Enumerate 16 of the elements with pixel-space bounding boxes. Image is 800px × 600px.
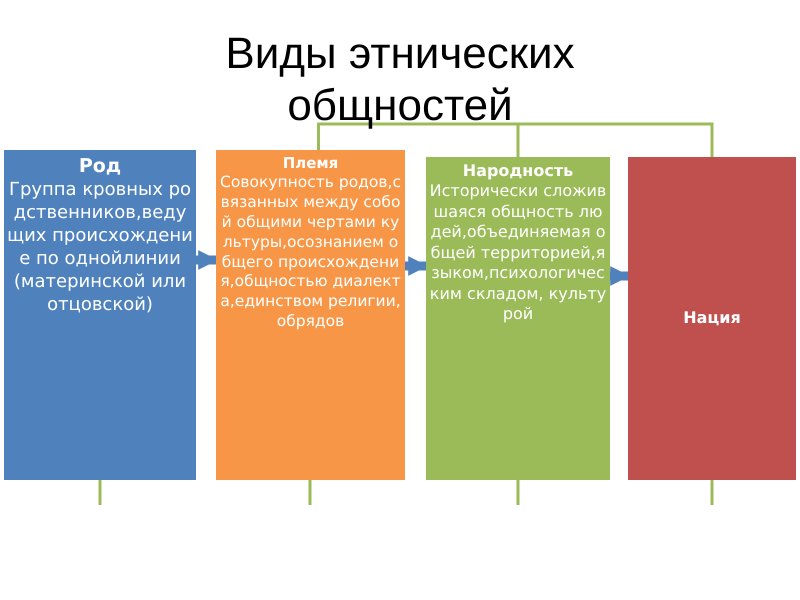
box-heading: Нация: [683, 308, 741, 329]
connector-line: [317, 122, 714, 157]
block-arrow: [405, 256, 428, 276]
nationality-box: [426, 157, 610, 480]
slide-title: Виды этнических общностей: [224, 28, 576, 132]
clan-box: [4, 150, 196, 480]
box-heading: Род: [78, 154, 122, 178]
block-arrow: [196, 250, 218, 270]
box-description: Группа кровных родственников,ведущих происхождение по однойлинии (материнской или отцовской): [7, 178, 193, 316]
box-heading: Племя: [282, 154, 338, 174]
nation-box: [628, 157, 796, 480]
block-arrow: [610, 266, 630, 286]
tribe-box: [216, 150, 405, 480]
box-heading: Народность: [462, 161, 574, 182]
box-description: Исторически сложившаяся общность людей,объединяемая общей территорией,языком,психологическим складом, культурой: [429, 181, 607, 325]
box-description: Совокупность родов,связанных между собой общими чертами культуры,осознанием общего происхождения,общностью диалекта,единством религии,обрядов: [219, 173, 402, 332]
